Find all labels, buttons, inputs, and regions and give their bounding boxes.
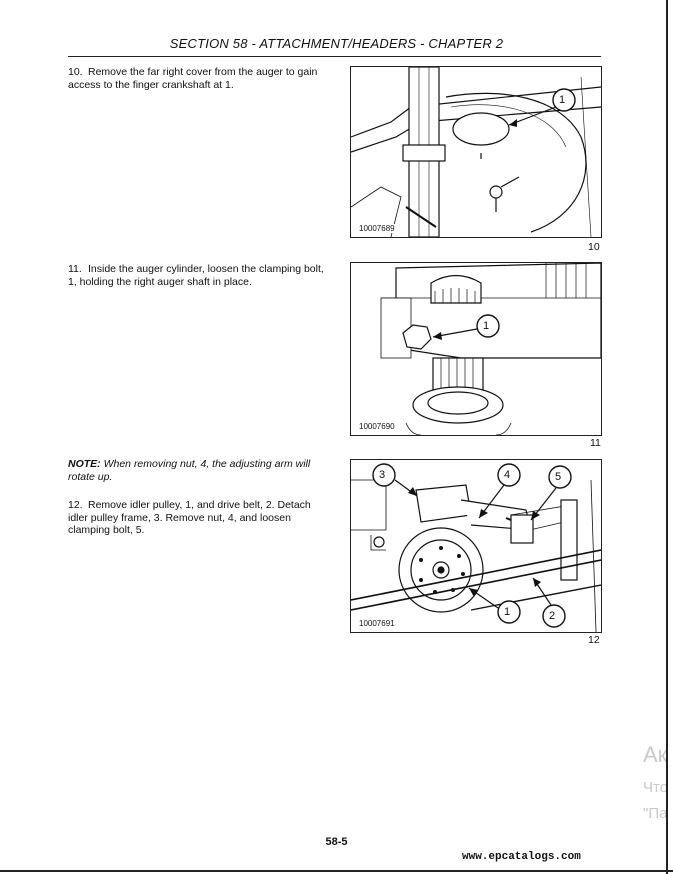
callout-label: 1 bbox=[504, 606, 511, 618]
figure-10-image: 1 10007689 bbox=[350, 66, 602, 238]
figure-number: 12 bbox=[588, 634, 600, 646]
callout-label: 4 bbox=[504, 469, 511, 481]
figure-10-drawing bbox=[351, 67, 601, 237]
step-text: Remove the far right cover from the auge… bbox=[68, 66, 318, 91]
figure-number: 11 bbox=[590, 437, 601, 449]
figure-id: 10007690 bbox=[357, 422, 397, 431]
figure-number: 10 bbox=[588, 241, 600, 253]
step-text: Inside the auger cylinder, loosen the cl… bbox=[68, 263, 324, 288]
callout-circle bbox=[497, 463, 521, 487]
footer-rule bbox=[0, 870, 673, 872]
figure-id: 10007689 bbox=[357, 224, 397, 233]
step-text: Remove idler pulley, 1, and drive belt, … bbox=[68, 499, 311, 536]
step-number: 12. bbox=[68, 499, 83, 511]
watermark-line: Что bbox=[643, 779, 669, 796]
step-12: 12.Remove idler pulley, 1, and drive bel… bbox=[68, 499, 328, 537]
callout-circle bbox=[548, 465, 572, 489]
note: NOTE: When removing nut, 4, the adjustin… bbox=[68, 458, 328, 483]
step-10: 10.Remove the far right cover from the a… bbox=[68, 66, 328, 91]
step-number: 10. bbox=[68, 66, 83, 78]
step-number: 11. bbox=[68, 263, 82, 275]
figure-11-image: 1 10007690 bbox=[350, 262, 602, 436]
callout-circle bbox=[476, 314, 500, 338]
watermark-line: Ак bbox=[643, 742, 668, 767]
callout-label: 5 bbox=[555, 471, 562, 483]
page-number: 58-5 bbox=[325, 836, 348, 848]
note-text: When removing nut, 4, the adjusting arm … bbox=[68, 458, 311, 483]
figure-id: 10007691 bbox=[357, 619, 397, 628]
note-label: NOTE: bbox=[68, 458, 101, 470]
callout-label: 2 bbox=[549, 610, 556, 622]
callout-circle bbox=[552, 88, 576, 112]
callout-label: 3 bbox=[379, 469, 386, 481]
step-11: 11.Inside the auger cylinder, loosen the… bbox=[68, 263, 328, 288]
watermark-line: "Па bbox=[643, 805, 668, 822]
site-link[interactable]: www.epcatalogs.com bbox=[462, 851, 581, 863]
figure-12-drawing bbox=[351, 463, 601, 632]
callout-circle bbox=[542, 604, 566, 628]
callout-label: 1 bbox=[483, 320, 490, 332]
page-header: SECTION 58 - ATTACHMENT/HEADERS - CHAPTE… bbox=[169, 36, 504, 51]
figure-12-image: 3 4 5 1 2 10007691 bbox=[350, 459, 602, 633]
callout-label: 1 bbox=[559, 94, 566, 106]
figure-11-drawing bbox=[380, 263, 601, 435]
callout-circle bbox=[372, 463, 396, 487]
page-edge-rule bbox=[666, 0, 668, 874]
header-rule bbox=[68, 56, 601, 57]
callout-circle bbox=[497, 600, 521, 624]
